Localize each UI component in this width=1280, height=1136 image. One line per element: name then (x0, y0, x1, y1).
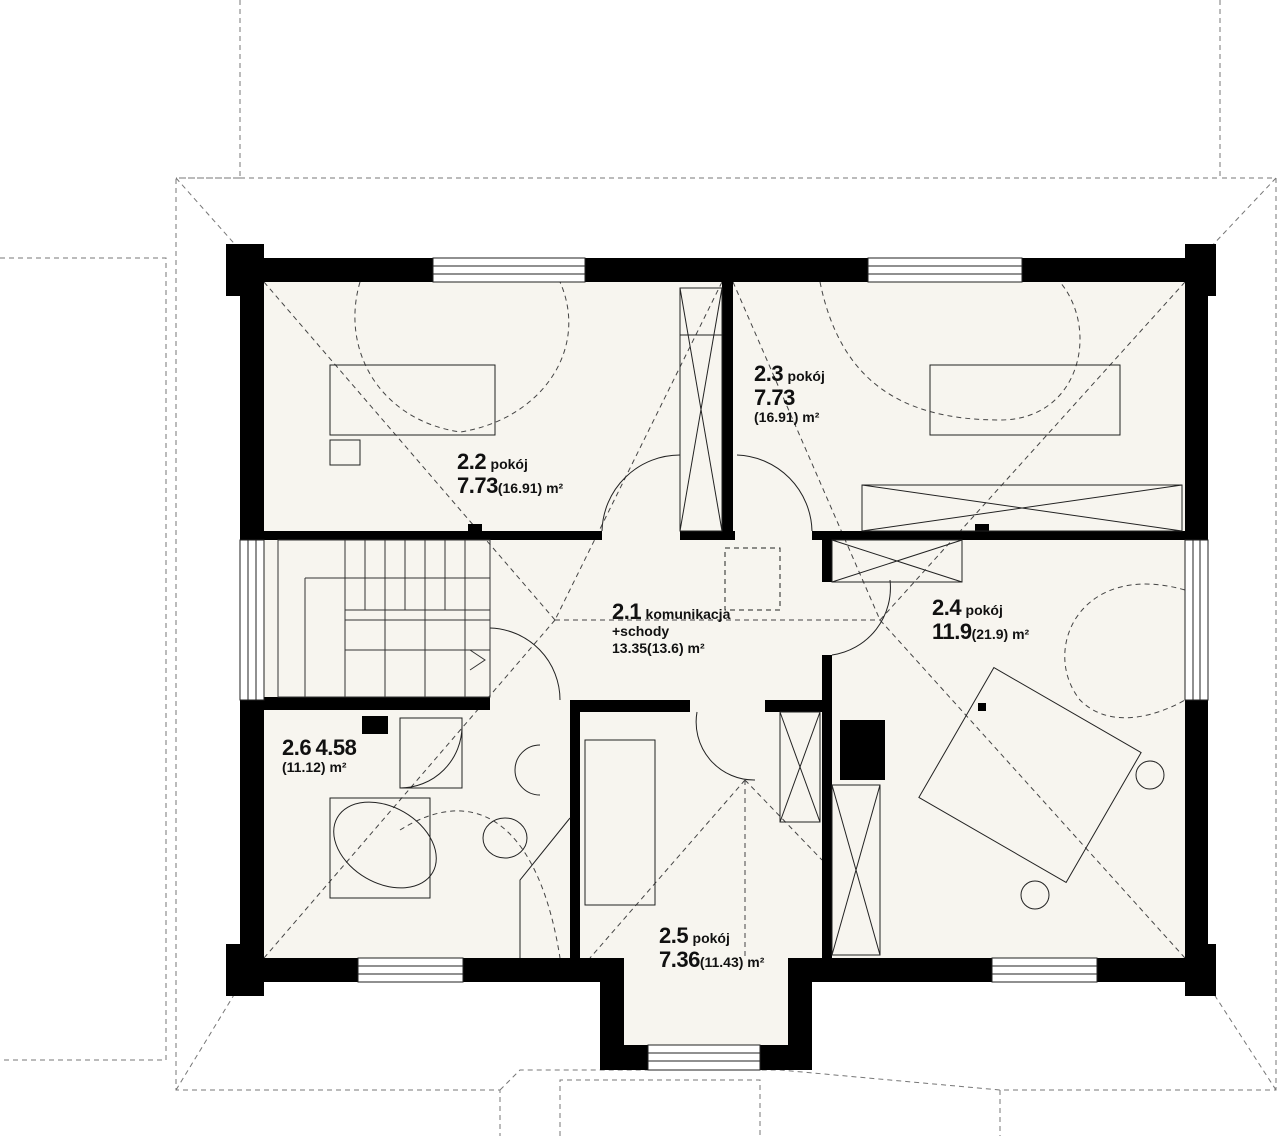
room-name: pokój (787, 368, 825, 384)
room-number: 2.3 (754, 361, 784, 386)
room-label-2-1: 2.1 komunikacja +schody 13.35(13.6) m² (612, 600, 730, 657)
room-area-total: (16.91) m² (497, 479, 564, 496)
room-number: 2.4 (932, 595, 962, 620)
room-label-2-6: 2.6 4.58 (11.12) m² (282, 735, 357, 777)
room-area: 4.58 (315, 735, 357, 760)
room-label-2-5: 2.5 pokój 7.36(11.43) m² (659, 924, 764, 972)
room-number: 2.6 (282, 735, 312, 760)
fixtures (277, 287, 1183, 958)
room-name: komunikacja (645, 606, 731, 622)
room-area-total: (21.9) m² (971, 625, 1030, 642)
room-name-line2: +schody (612, 622, 670, 639)
room-area: 11.9 (932, 618, 972, 644)
room-name: pokój (692, 930, 730, 946)
room-area-total: (11.12) m² (282, 758, 347, 775)
room-name: pokój (490, 456, 528, 472)
windows (239, 257, 1209, 1071)
room-area: 7.36 (659, 946, 700, 972)
room-area-total: (11.43) m² (699, 953, 765, 970)
room-area: 7.73 (457, 472, 498, 498)
room-label-2-4: 2.4 pokój 11.9(21.9) m² (932, 596, 1029, 644)
room-name: pokój (965, 602, 1003, 618)
room-area-total: (16.91) m² (754, 408, 820, 425)
room-area: 13.35(13.6) m² (612, 639, 705, 656)
room-number: 2.1 (612, 599, 642, 624)
room-label-2-3: 2.3 pokój 7.73 (16.91) m² (754, 362, 825, 426)
room-number: 2.2 (457, 449, 487, 474)
walls (226, 244, 1216, 1070)
room-number: 2.5 (659, 923, 689, 948)
slope-lines (263, 281, 1186, 959)
room-area: 7.73 (754, 384, 795, 410)
room-label-2-2: 2.2 pokój 7.73(16.91) m² (457, 450, 563, 498)
